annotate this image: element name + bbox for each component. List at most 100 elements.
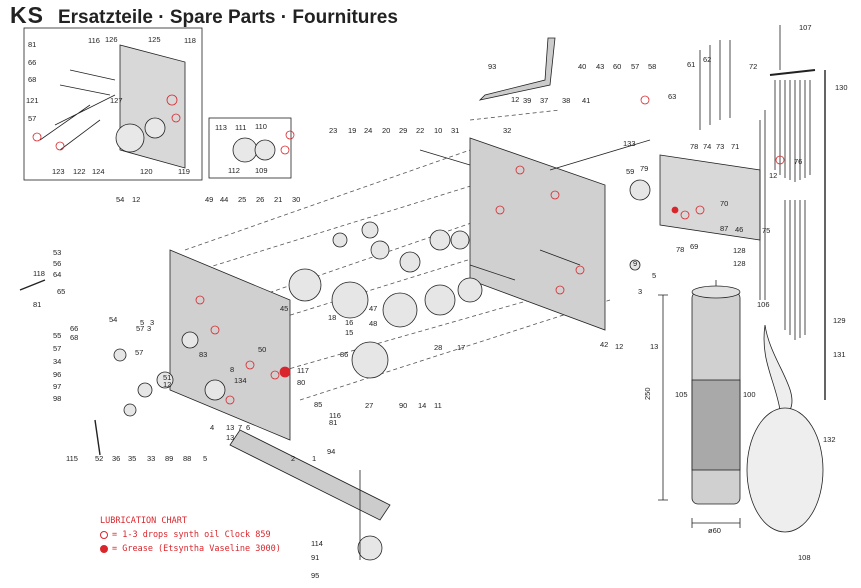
part-label: 68	[28, 75, 36, 84]
part-label: 18	[328, 313, 336, 322]
part-label: 114	[311, 539, 323, 548]
part-label: 132	[823, 435, 836, 444]
part-label: 42	[600, 340, 608, 349]
part-label: 129	[833, 316, 846, 325]
part-label: 5	[203, 454, 207, 463]
part-label: 73	[716, 142, 724, 151]
part-label: 85	[314, 400, 322, 409]
oil-circle-icon	[100, 531, 108, 539]
part-label: 96	[53, 370, 61, 379]
part-label: 31	[451, 126, 459, 135]
part-label: 87	[720, 224, 728, 233]
part-label: 51	[163, 373, 171, 382]
part-label: 11	[434, 401, 442, 410]
part-label: 71	[731, 142, 739, 151]
part-label: 116	[88, 36, 100, 45]
part-label: 20	[382, 126, 390, 135]
part-label: 75	[762, 226, 770, 235]
part-label: 118	[33, 269, 45, 278]
part-label: 3	[147, 324, 151, 333]
part-label: 3	[150, 318, 154, 327]
part-label: 57	[28, 114, 36, 123]
part-label: 54	[109, 315, 117, 324]
winding-key	[19, 279, 101, 456]
part-label: 93	[488, 62, 496, 71]
part-label: 15	[345, 328, 353, 337]
legend-oil-row: = 1-3 drops synth oil Clock 859	[100, 528, 281, 542]
part-label: 68	[70, 333, 78, 342]
part-label: 12	[615, 342, 623, 351]
part-label: 41	[582, 96, 590, 105]
part-label: 125	[148, 35, 161, 44]
page-title: Ersatzteile · Spare Parts · Fournitures	[57, 7, 398, 28]
part-label: 39	[523, 96, 531, 105]
pulley	[357, 535, 383, 561]
part-label: 117	[297, 366, 309, 375]
part-label: 66	[70, 324, 78, 333]
part-label: 1	[312, 454, 316, 463]
page-header: KS Ersatzteile · Spare Parts · Fournitur…	[10, 2, 398, 32]
part-label: 14	[418, 401, 426, 410]
part-label: 19	[348, 126, 356, 135]
part-label: 37	[540, 96, 548, 105]
height-dimension-label: 250	[643, 387, 652, 400]
part-label: 57	[631, 62, 639, 71]
part-label: 81	[329, 418, 337, 427]
part-label: 56	[53, 259, 61, 268]
part-label: 13	[226, 423, 234, 432]
part-label: 12	[132, 195, 140, 204]
part-label: 123	[52, 167, 65, 176]
part-label: 4	[210, 423, 214, 432]
part-label: 78	[690, 142, 698, 151]
part-label: 12	[511, 95, 519, 104]
part-label: 89	[165, 454, 173, 463]
part-label: 105	[675, 390, 688, 399]
part-label: 35	[128, 454, 136, 463]
chime-block	[659, 154, 761, 241]
legend-heading: LUBRICATION CHART	[100, 516, 187, 526]
part-label: 36	[112, 454, 120, 463]
part-label: 17	[457, 343, 465, 352]
part-label: 70	[720, 199, 728, 208]
part-label: 76	[794, 157, 802, 166]
part-label: 57	[135, 348, 143, 357]
part-label: 130	[835, 83, 848, 92]
part-label: 10	[434, 126, 442, 135]
bottom-bracket	[229, 429, 391, 521]
part-label: 78	[676, 245, 684, 254]
part-label: 74	[703, 142, 711, 151]
part-label: 48	[369, 319, 377, 328]
part-label: 54	[116, 195, 124, 204]
part-label: 79	[640, 164, 648, 173]
part-label: 45	[280, 304, 288, 313]
part-label: 118	[184, 36, 196, 45]
brand-mark: KS	[10, 2, 44, 28]
part-label: 58	[648, 62, 656, 71]
part-label: 46	[735, 225, 743, 234]
back-plate	[469, 137, 606, 331]
part-label: 60	[613, 62, 621, 71]
part-label: 25	[238, 195, 246, 204]
part-label: 5	[140, 318, 144, 327]
part-label: 113	[215, 123, 227, 132]
chime-rods	[769, 25, 826, 400]
part-label: 128	[733, 259, 746, 268]
part-label: 69	[690, 242, 698, 251]
part-label: 120	[140, 167, 153, 176]
part-label: 64	[53, 270, 61, 279]
inset-box-small	[208, 117, 292, 179]
part-label: 16	[345, 318, 353, 327]
lubrication-markers	[32, 94, 785, 405]
part-label: 133	[623, 139, 636, 148]
inset-box-main	[23, 27, 203, 181]
part-label: 7	[238, 423, 242, 432]
height-dimension	[658, 294, 668, 501]
part-label: 66	[28, 58, 36, 67]
part-label: 59	[626, 167, 634, 176]
part-label: 111	[235, 123, 246, 132]
part-label: 33	[147, 454, 155, 463]
part-label: 72	[749, 62, 757, 71]
grease-dot-icon	[100, 545, 108, 553]
part-label: 32	[503, 126, 511, 135]
